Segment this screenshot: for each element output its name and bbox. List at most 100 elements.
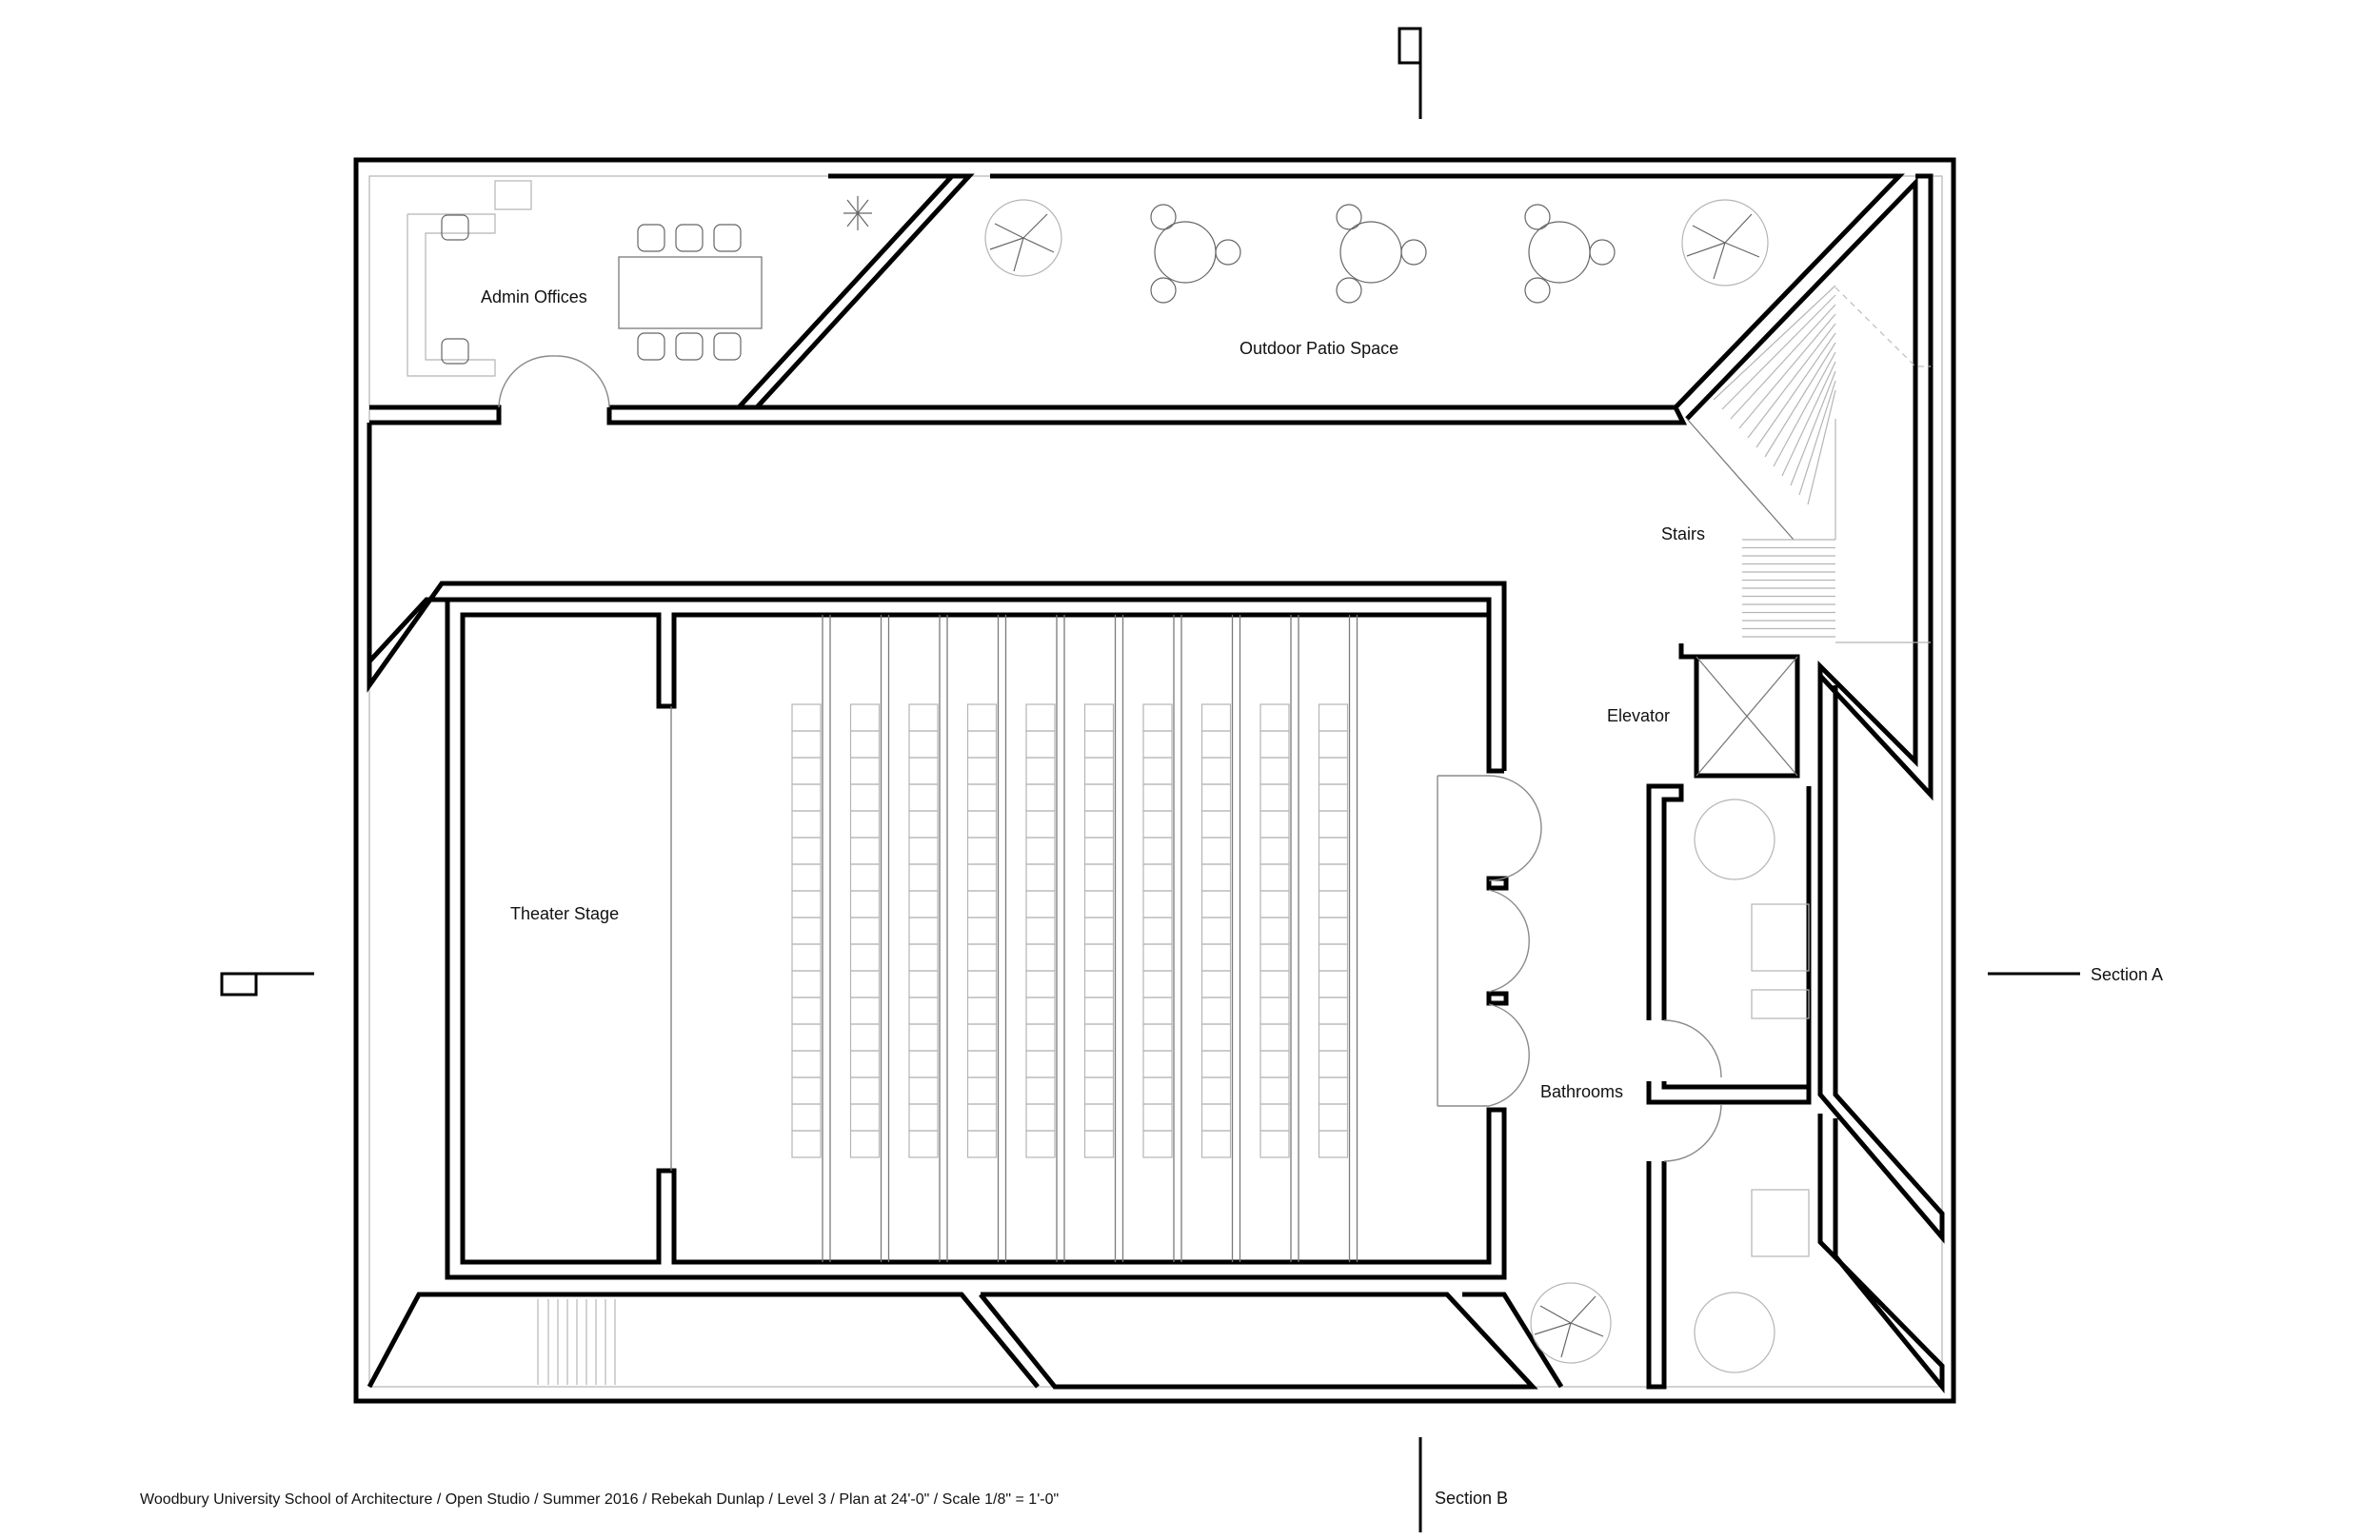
theater-seat [1200,1076,1232,1105]
admin-offices-label: Admin Offices [481,287,587,306]
theater-seat [1200,943,1232,972]
theater-seat [1083,1103,1115,1132]
bottom-tree-icon [1530,1282,1612,1364]
theater-seat [1259,703,1290,732]
theater-seat [1083,997,1115,1025]
theater-seat [1259,730,1290,759]
theater-seat [791,757,822,785]
theater-seat [791,970,822,998]
stair-tread-line [1781,361,1836,477]
theater-seat [966,703,998,732]
theater-seat [1200,757,1232,785]
theater-seat [1142,943,1173,972]
theater-seat [791,890,822,918]
patio-plant-icon [843,196,872,230]
bathrooms-label: Bathrooms [1540,1082,1623,1101]
section-b-label: Section B [1435,1489,1508,1508]
theater-seat [1318,1023,1349,1052]
theater-seat [908,1076,939,1105]
theater-seat [908,757,939,785]
theater-seat [908,730,939,759]
theater-seat [1083,1076,1115,1105]
theater-seat [791,997,822,1025]
theater-seat [966,837,998,865]
theater-seat [1025,1023,1056,1052]
theater-seat [1318,943,1349,972]
theater-seat [1318,757,1349,785]
theater-seat [1083,890,1115,918]
theater-seat [849,783,881,812]
theater-seat [1025,757,1056,785]
theater-seat [1083,783,1115,812]
theater-seat [1142,1050,1173,1078]
theater-seat [966,997,998,1025]
theater-seat [1025,1050,1056,1078]
stair-tread-line [1713,285,1836,401]
theater-seat [908,837,939,865]
theater-seat [849,943,881,972]
theater-seat [1318,810,1349,839]
theater-seat [966,863,998,892]
theater-seat [908,1023,939,1052]
theater-seat [1259,970,1290,998]
theater-seat [1025,863,1056,892]
bottom-walls [367,1292,1564,1390]
drawing-caption: Woodbury University School of Architectu… [140,1491,1059,1508]
stair-tread-line [1738,313,1836,429]
theater-seat [849,837,881,865]
theater-seat [1318,1130,1349,1158]
theater-seat [791,863,822,892]
theater-seat [1200,730,1232,759]
theater-seat [1025,997,1056,1025]
theater-seat [908,970,939,998]
theater-seat [908,1130,939,1158]
theater-seat [1259,863,1290,892]
theater-seat [908,703,939,732]
theater-seat [1318,1076,1349,1105]
theater-seat [1142,810,1173,839]
theater-seat [849,1023,881,1052]
theater-seat [1200,970,1232,998]
theater-seat [1200,890,1232,918]
theater-seat [1259,837,1290,865]
theater-seat [849,1130,881,1158]
theater-seat [1318,1103,1349,1132]
theater-seat [1318,997,1349,1025]
theater-seat [1259,1103,1290,1132]
theater-seat [849,890,881,918]
stair-tread-line [1755,332,1836,448]
outdoor-patio-label: Outdoor Patio Space [1240,339,1398,358]
theater-seat [966,1076,998,1105]
theater-seat [1083,837,1115,865]
theater-seat [791,783,822,812]
theater-seat [1142,997,1173,1025]
theater-seat [908,863,939,892]
theater-seat [966,783,998,812]
stair-tread-line [1747,323,1836,439]
theater-seat [1083,970,1115,998]
patio-tree-icon [1681,199,1769,286]
bathrooms [1646,783,1812,1390]
stair-tread-line [1807,389,1836,505]
theater-seat [1318,890,1349,918]
theater-seat [1259,1130,1290,1158]
theater-seat [791,917,822,945]
theater-walls [445,600,1509,1280]
theater-seat [1142,1023,1173,1052]
theater-seat [1318,970,1349,998]
theater-seat [966,1050,998,1078]
theater-seat [1318,730,1349,759]
stair-tread-line [1721,294,1836,410]
theater-seat [1025,783,1056,812]
theater-seat [1259,943,1290,972]
theater-seat [1083,1050,1115,1078]
theater-doors [1437,775,1542,1107]
theater-seat [1025,730,1056,759]
theater-seat [1142,917,1173,945]
stairs-label: Stairs [1661,524,1705,543]
theater-seat [1083,810,1115,839]
elevator-label: Elevator [1607,706,1670,725]
theater-seat [791,703,822,732]
theater-seat [1259,997,1290,1025]
